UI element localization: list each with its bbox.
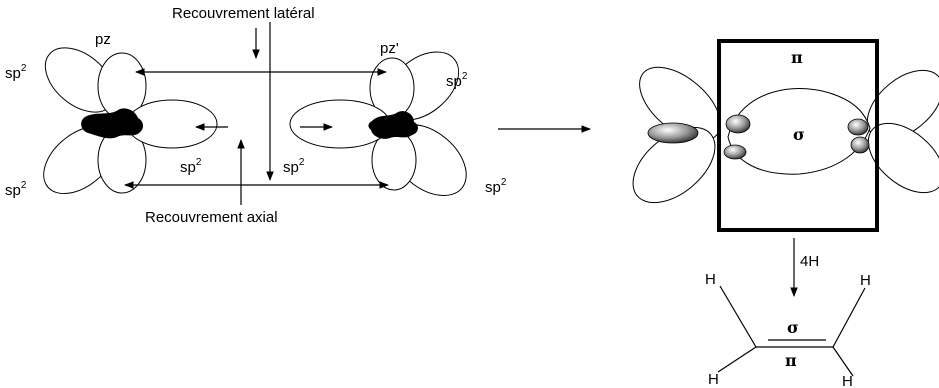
sp2-label-lower-left: sp2 bbox=[5, 180, 27, 199]
h-label-lower-left: H bbox=[708, 371, 719, 388]
axial-overlap-label: Recouvrement axial bbox=[145, 209, 278, 226]
mo-right-shaded-lobe-bottom bbox=[850, 136, 870, 154]
bond-h-upper-left bbox=[719, 285, 757, 348]
sigma-bond-envelope bbox=[727, 88, 871, 175]
mo-right-shaded-lobe-top bbox=[847, 118, 869, 136]
left-labels: Recouvrement latéral Recouvrement axial … bbox=[5, 5, 507, 226]
bond-h-lower-left bbox=[717, 346, 757, 373]
four-h-label: 4H bbox=[800, 253, 819, 270]
sigma-symbol-bond: σ bbox=[787, 318, 799, 337]
sp2-label-mid-left: sp2 bbox=[180, 157, 202, 176]
lateral-overlap-label: Recouvrement latéral bbox=[172, 5, 315, 22]
h-label-lower-right: H bbox=[842, 373, 853, 388]
mo-left-shaded-lobe-top bbox=[725, 114, 751, 134]
pz-label: pz bbox=[95, 31, 111, 48]
molecular-orbital-diagram: π σ bbox=[632, 39, 939, 232]
bond-h-lower-right bbox=[832, 346, 854, 377]
pi-symbol-bond: π bbox=[785, 351, 797, 370]
sp2-label-upper-right: sp2 bbox=[446, 71, 468, 90]
sp2-label-upper-left: sp2 bbox=[5, 63, 27, 82]
ethylene-structure: H H H H σ π bbox=[705, 271, 871, 388]
overlap-arrows bbox=[124, 22, 389, 205]
mo-left-lobe-lower bbox=[632, 126, 716, 204]
right-carbon-orbitals bbox=[289, 51, 467, 196]
pz-prime-label: pz' bbox=[380, 40, 399, 57]
left-carbon-orbitals bbox=[43, 47, 218, 195]
right-nucleus-blob bbox=[368, 111, 418, 139]
h-label-upper-left: H bbox=[705, 271, 716, 288]
left-nucleus-blob bbox=[81, 108, 144, 139]
sigma-symbol-box: σ bbox=[793, 125, 805, 144]
sp2-label-lower-right: sp2 bbox=[485, 177, 507, 196]
h-label-upper-right: H bbox=[860, 272, 871, 289]
pi-bond-box bbox=[717, 39, 879, 232]
mo-left-shaded-lobe bbox=[647, 122, 699, 144]
pi-symbol-box: π bbox=[791, 48, 803, 67]
mo-left-shaded-lobe-bottom bbox=[723, 144, 747, 160]
sp2-label-mid-right: sp2 bbox=[283, 157, 305, 176]
bond-h-upper-right bbox=[832, 287, 866, 348]
mo-right-lobe-lower bbox=[867, 122, 939, 194]
